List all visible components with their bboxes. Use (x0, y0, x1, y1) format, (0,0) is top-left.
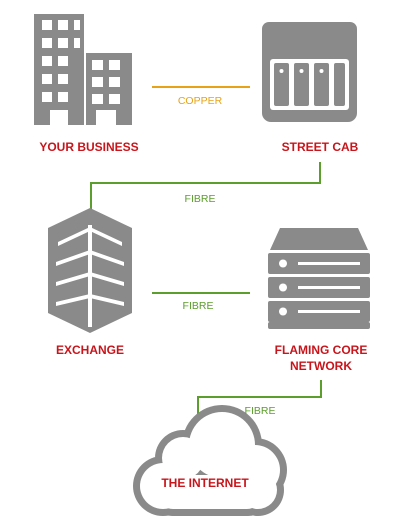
fibre-label-cab-exchange: FIBRE (184, 193, 216, 205)
street-cabinet-icon (262, 22, 357, 122)
exchange-label: EXCHANGE (55, 343, 124, 357)
exchange-building-icon (48, 208, 132, 333)
internet-label: THE INTERNET (161, 476, 249, 490)
server-rack-icon (268, 228, 370, 329)
copper-label: COPPER (177, 95, 223, 107)
fibre-label-exchange-core: FIBRE (182, 300, 214, 312)
fibre-line-core-internet (197, 380, 322, 414)
office-building-icon (34, 14, 132, 125)
core-network-label-line2: NETWORK (290, 359, 352, 373)
fibre-label-core-internet: FIBRE (244, 405, 276, 417)
street-cab-label: STREET CAB (281, 140, 359, 154)
your-business-label: YOUR BUSINESS (39, 140, 139, 154)
cloud-icon (133, 405, 287, 516)
core-network-label-line1: FLAMING CORE (274, 343, 368, 357)
fibre-line-cab-exchange (90, 162, 321, 210)
